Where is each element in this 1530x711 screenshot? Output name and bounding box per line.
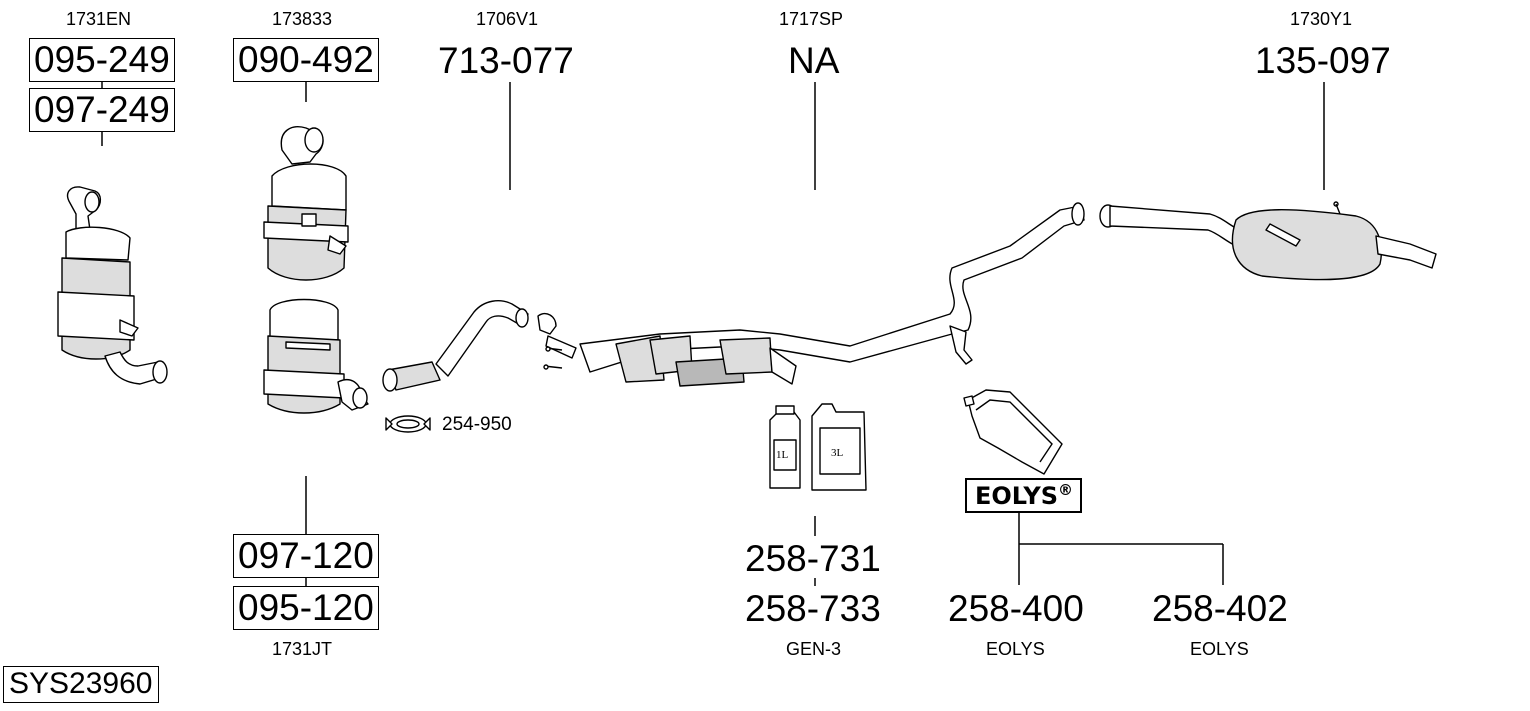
- part-number-713-077[interactable]: 713-077: [438, 40, 574, 81]
- oem-label-1731en: 1731EN: [66, 9, 132, 29]
- part-number-095-120[interactable]: 095-120: [233, 586, 379, 630]
- caption-eolys-2: EOLYS: [1190, 639, 1249, 659]
- part-number-097-249[interactable]: 097-249: [29, 88, 175, 132]
- front-pipe-1706v1: [382, 300, 577, 392]
- part-number-090-492[interactable]: 090-492: [233, 38, 379, 82]
- eolys-logo-text: EOLYS: [975, 482, 1059, 510]
- oem-label-1730y1: 1730Y1: [1290, 9, 1353, 29]
- oem-label-1706v1: 1706V1: [476, 9, 539, 29]
- caption-gen-3: GEN-3: [786, 639, 842, 659]
- eolys-reservoir: [963, 389, 1063, 475]
- oem-label-1731jt: 1731JT: [272, 639, 333, 659]
- part-number-095-249[interactable]: 095-249: [29, 38, 175, 82]
- part-number-258-733[interactable]: 258-733: [745, 588, 881, 629]
- clamp-part-number[interactable]: 254-950: [442, 414, 512, 435]
- oem-label-1717sp: 1717SP: [779, 9, 844, 29]
- catalytic-converter-1731en: [57, 186, 168, 385]
- catalytic-converter-173833: [263, 126, 349, 281]
- part-number-258-731[interactable]: 258-731: [745, 538, 881, 579]
- particulate-filter-1731jt: [263, 298, 369, 414]
- part-number-097-120[interactable]: 097-120: [233, 534, 379, 578]
- caption-eolys-1: EOLYS: [986, 639, 1045, 659]
- additive-cans: [769, 403, 867, 491]
- can-label-1l: 1L: [776, 449, 789, 461]
- system-code: SYS23960: [3, 666, 160, 703]
- part-number-258-400[interactable]: 258-400: [948, 588, 1084, 629]
- registered-mark: ®: [1058, 481, 1074, 499]
- oem-label-173833: 173833: [272, 9, 333, 29]
- part-number-na[interactable]: NA: [788, 40, 840, 81]
- can-label-3l: 3L: [831, 447, 844, 459]
- part-number-135-097[interactable]: 135-097: [1255, 40, 1391, 81]
- middle-pipe-1717sp: [579, 202, 1085, 387]
- clamp-254-950: [385, 415, 431, 433]
- part-number-258-402[interactable]: 258-402: [1152, 588, 1288, 629]
- rear-silencer-1730y1: [1099, 201, 1437, 281]
- eolys-logo: EOLYS®: [965, 478, 1083, 513]
- leader-lines: [101, 81, 1325, 586]
